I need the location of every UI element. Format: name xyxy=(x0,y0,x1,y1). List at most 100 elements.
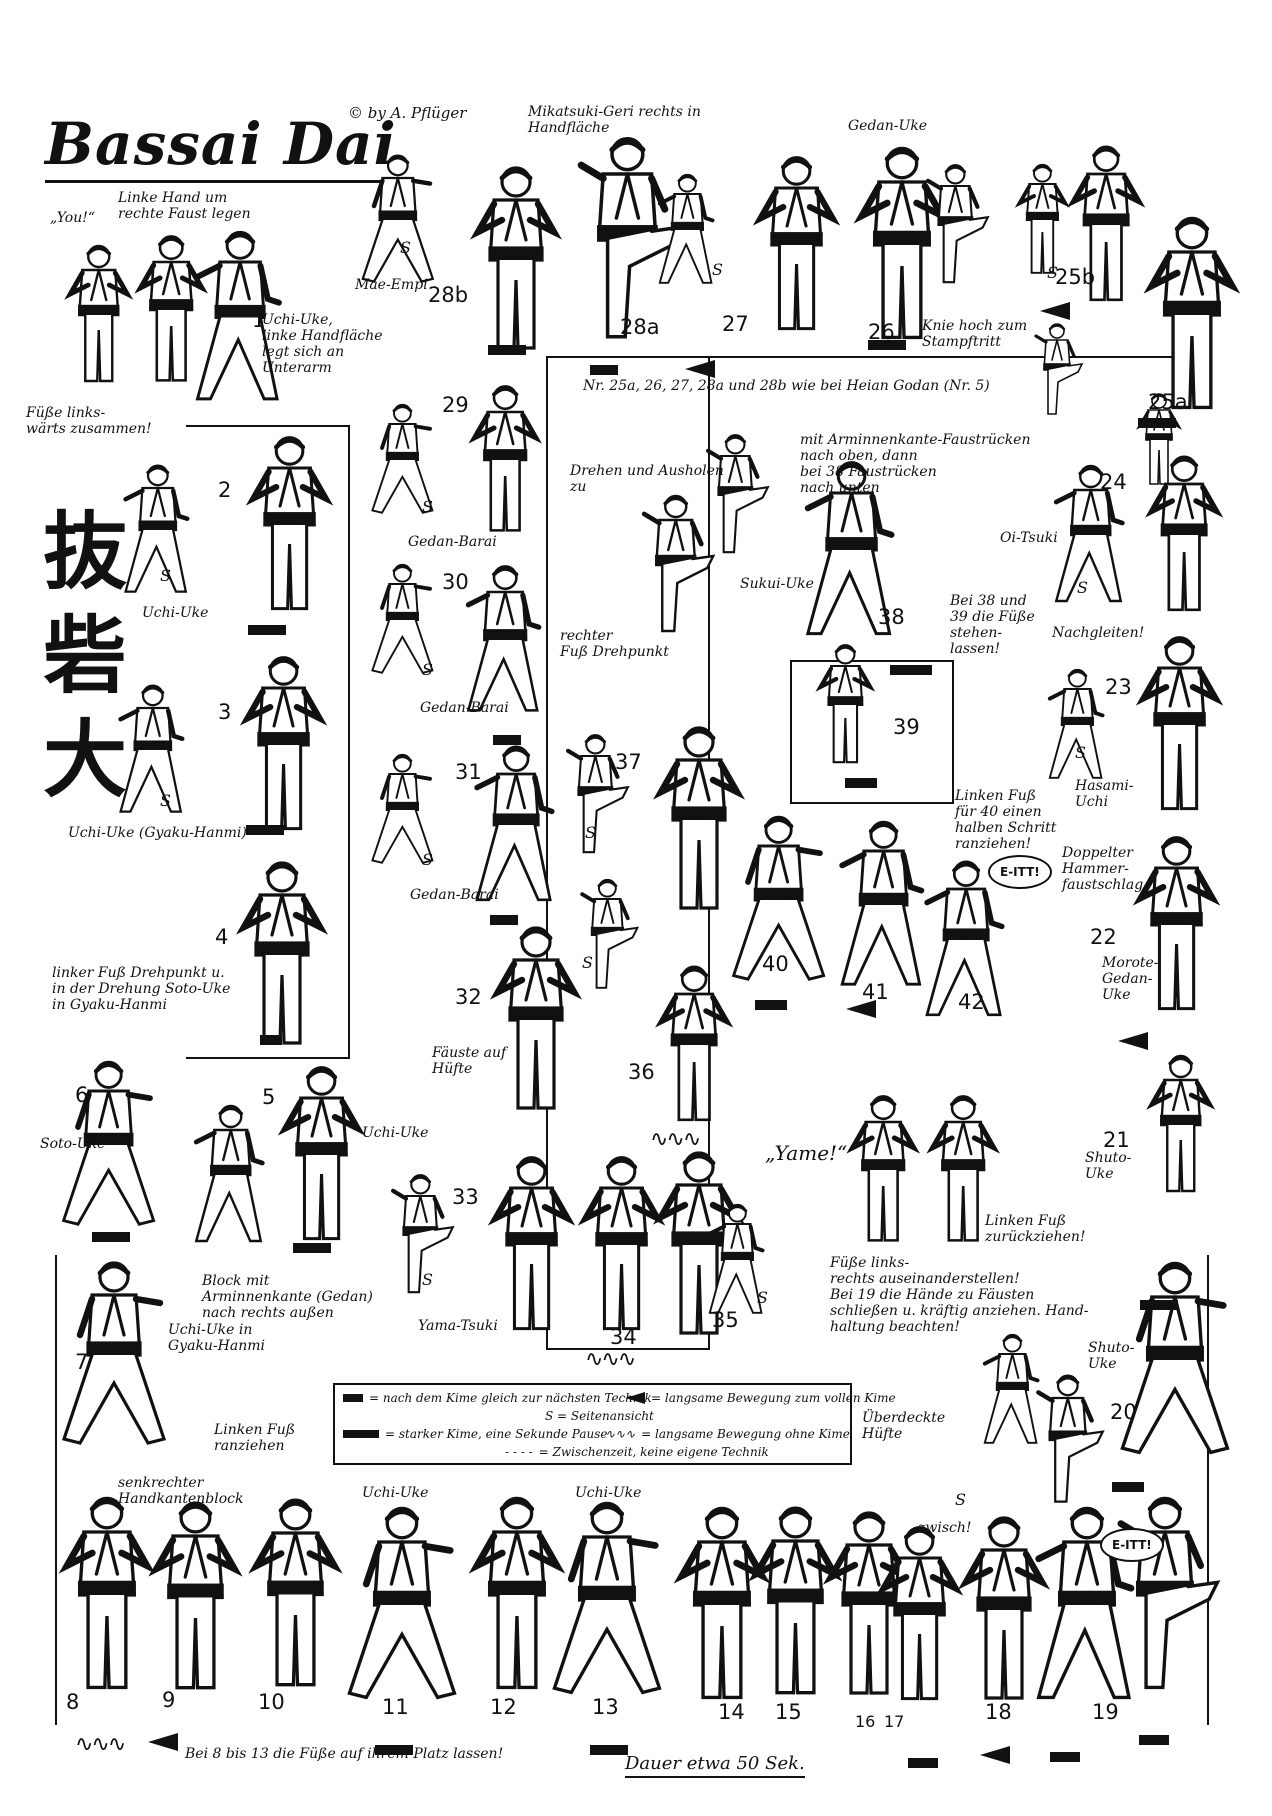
wave-marker: ∿∿∿ xyxy=(650,1127,701,1152)
pause-marker xyxy=(293,1243,331,1253)
legend-pause-swatch xyxy=(343,1394,363,1402)
kanji-char: 砦 xyxy=(42,607,127,705)
note-like-heian: Nr. 25a, 26, 27, 28a und 28b wie bei Hei… xyxy=(583,378,990,394)
note-soto-uke-6: Soto-Uke xyxy=(40,1136,106,1152)
step-number-9: 9 xyxy=(162,1688,176,1712)
step-number-32: 32 xyxy=(455,985,482,1009)
karateka-figure xyxy=(489,926,583,1110)
karateka-figure xyxy=(875,1526,964,1701)
step-number-19: 19 xyxy=(1092,1700,1119,1724)
step-number-34: 34 xyxy=(610,1325,637,1349)
karateka-figure xyxy=(61,1261,167,1445)
note-feet-apart: Füße links- rechts auseinanderstellen! B… xyxy=(830,1255,1089,1335)
note-double-hammer: Doppelter Hammer- faustschlag xyxy=(1062,845,1144,893)
slow-arrow xyxy=(846,1000,876,1018)
karateka-figure xyxy=(134,235,209,382)
karateka-figure xyxy=(361,154,435,283)
note-feet-8-13: Bei 8 bis 13 die Füße auf ihrem Platz la… xyxy=(185,1746,504,1762)
note-swish: zwisch! xyxy=(918,1520,972,1536)
step-number-23: 23 xyxy=(1105,675,1132,699)
kata-title: Bassai Dai xyxy=(45,110,397,183)
karateka-figure xyxy=(194,230,282,401)
legend-slow-text: = langsame Bewegung zum vollen Kime xyxy=(651,1391,896,1405)
karateka-figure xyxy=(924,860,1005,1017)
pause-marker xyxy=(493,735,521,745)
karateka-figure xyxy=(118,684,185,813)
karateka-figure xyxy=(657,173,715,284)
karateka-figure xyxy=(641,494,716,633)
karateka-figure xyxy=(846,1095,921,1242)
legend-box: = nach dem Kime gleich zur nächsten Tech… xyxy=(333,1383,896,1465)
kiai-bubble: E-ITT! xyxy=(1100,1528,1164,1562)
side-view-marker: S xyxy=(160,791,171,810)
side-view-marker: S xyxy=(422,1270,433,1289)
step-number-22: 22 xyxy=(1090,925,1117,949)
pause-marker xyxy=(246,825,284,835)
legend-dashed-text: = Zwischenzeit, keine eigene Technik xyxy=(538,1445,769,1459)
note-sukui-uke: Sukui-Uke xyxy=(740,576,814,592)
step-number-4: 4 xyxy=(215,925,229,949)
pause-marker xyxy=(1050,1752,1080,1762)
step-number-3: 3 xyxy=(218,700,232,724)
step-number-30: 30 xyxy=(442,570,469,594)
slow-arrow xyxy=(1040,302,1070,320)
note-right-foot-pivot: rechter Fuß Drehpunkt xyxy=(560,628,669,660)
note-left-foot-7: Linken Fuß ranziehen xyxy=(214,1422,296,1454)
karateka-figure xyxy=(1053,464,1125,603)
step-number-17: 17 xyxy=(884,1712,905,1731)
karateka-figure xyxy=(655,965,734,1122)
karateka-figure xyxy=(804,461,895,636)
pause-marker xyxy=(590,365,618,375)
pause-marker xyxy=(1138,418,1176,428)
path-frame-left xyxy=(186,425,350,1059)
legend-side-text: S = Seitenansicht xyxy=(545,1409,654,1423)
karateka-figure xyxy=(1117,1496,1221,1690)
step-number-28b: 28b xyxy=(428,283,469,307)
note-crossed-hips: Überdeckte Hüfte xyxy=(862,1410,946,1442)
pause-marker xyxy=(590,1745,628,1755)
step-number-2: 2 xyxy=(218,478,232,502)
karateka-figure xyxy=(235,861,329,1045)
note-follow-up: Nachgleiten! xyxy=(1052,625,1145,641)
wave-marker: ∿∿∿ xyxy=(75,1732,126,1757)
note-yame: „Yame!“ xyxy=(765,1141,848,1165)
side-view-marker: S xyxy=(955,1490,966,1509)
karateka-figure xyxy=(465,565,542,712)
step-number-5: 5 xyxy=(262,1085,276,1109)
karateka-figure xyxy=(390,1174,455,1294)
note-mikazuki: Mikatsuki-Geri rechts in Handfläche xyxy=(528,104,701,136)
karateka-figure xyxy=(239,656,328,831)
karateka-figure xyxy=(193,1104,265,1243)
karateka-figure xyxy=(565,734,630,854)
note-arm-edge: mit Arminnenkante-Faustrücken nach oben,… xyxy=(800,432,1031,496)
note-feet-38-39: Bei 38 und 39 die Füße stehen- lassen! xyxy=(950,593,1035,657)
step-number-1: 1 xyxy=(252,308,266,332)
karateka-figure xyxy=(1034,323,1084,415)
side-view-marker: S xyxy=(1077,578,1088,597)
step-number-36: 36 xyxy=(628,1060,655,1084)
step-number-24: 24 xyxy=(1100,470,1127,494)
karateka-figure xyxy=(752,156,841,331)
karateka-figure xyxy=(277,1066,366,1241)
note-uchi-uke-7: Uchi-Uke in Gyaku-Hanmi xyxy=(168,1322,265,1354)
kanji-char: 大 xyxy=(42,711,127,809)
note-you: „You!“ xyxy=(50,210,96,226)
pause-marker xyxy=(755,1000,787,1010)
note-oi-tsuki: Oi-Tsuki xyxy=(1000,530,1058,546)
duration-note: Dauer etwa 50 Sek. xyxy=(625,1753,805,1778)
slow-arrow xyxy=(685,360,715,378)
note-knee-high: Knie hoch zum Stampftritt xyxy=(922,318,1028,350)
karateka-figure xyxy=(1145,455,1224,612)
pause-marker xyxy=(375,1745,413,1755)
legend-pause-text: = nach dem Kime gleich zur nächsten Tech… xyxy=(369,1391,652,1405)
step-number-11: 11 xyxy=(382,1695,409,1719)
side-view-marker: S xyxy=(422,497,433,516)
step-number-33: 33 xyxy=(452,1185,479,1209)
karateka-figure xyxy=(487,1156,576,1331)
step-number-18: 18 xyxy=(985,1700,1012,1724)
karateka-figure xyxy=(1036,1374,1105,1503)
step-number-21: 21 xyxy=(1103,1128,1130,1152)
pause-marker xyxy=(1139,1735,1169,1745)
side-view-marker: S xyxy=(160,566,171,585)
note-gedan-barai-30: Gedan-Barai xyxy=(420,700,509,716)
